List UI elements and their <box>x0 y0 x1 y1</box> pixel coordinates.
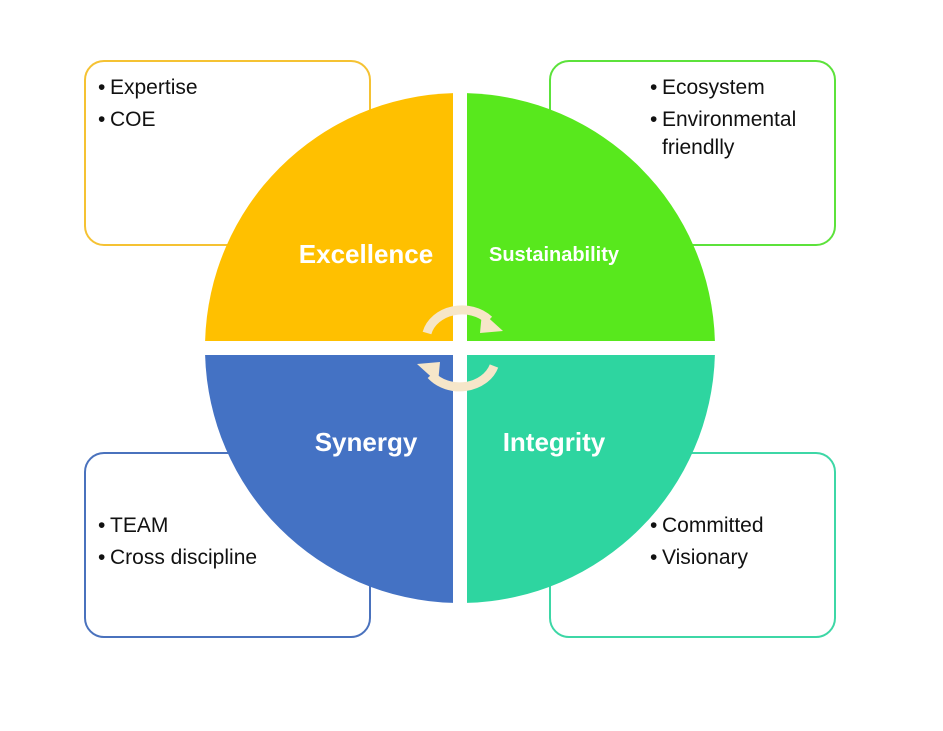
integrity-label: Integrity <box>503 427 606 457</box>
integrity-quadrant <box>467 355 715 603</box>
synergy-quadrant <box>205 355 453 603</box>
list-item: •Expertise <box>98 76 198 99</box>
list-item: •Committed <box>650 514 764 537</box>
list-item: •Visionary <box>650 546 748 569</box>
integrity-bullets: •Committed •Visionary <box>650 510 764 574</box>
sustainability-label: Sustainability <box>489 244 620 266</box>
list-item: •Ecosystem <box>650 76 765 99</box>
excellence-quadrant <box>205 93 453 341</box>
cycle-arrow-upper <box>422 305 493 335</box>
synergy-bullets: •TEAM •Cross discipline <box>98 510 257 574</box>
cycle-arrowhead-left <box>417 362 440 383</box>
list-item: •Cross discipline <box>98 546 258 569</box>
sustainability-bullets: •Ecosystem •Environmental friendlly <box>650 72 830 164</box>
sustainability-quadrant <box>467 93 715 341</box>
synergy-label: Synergy <box>315 427 418 457</box>
excellence-label: Excellence <box>299 239 433 269</box>
list-item: •COE <box>98 108 156 131</box>
list-item: •TEAM <box>98 514 169 537</box>
list-item: •Environmental friendlly <box>650 108 797 159</box>
excellence-bullets: •Expertise •COE <box>98 72 198 136</box>
cycle-arrowhead-right <box>480 312 503 333</box>
